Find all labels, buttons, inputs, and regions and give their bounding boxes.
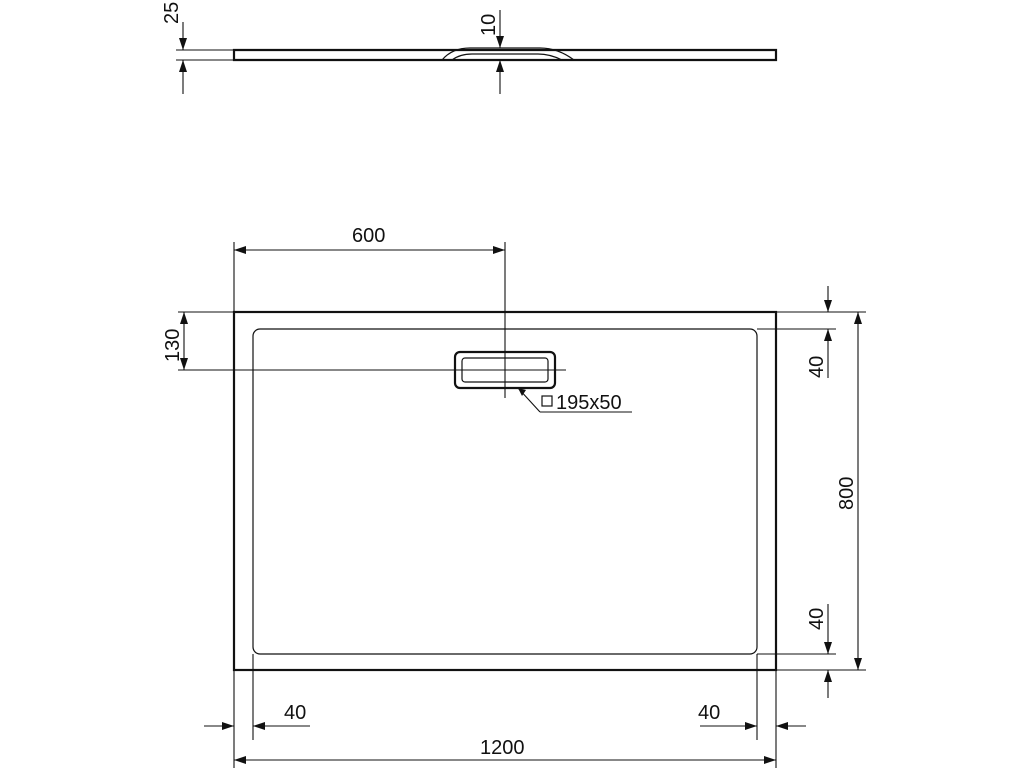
width-dimension: 1200 [233,737,776,768]
drain-offset-x-dimension: 600 [233,225,506,398]
bottom-margin-dimension: 40 [757,604,836,698]
left-margin-dimension: 40 [204,654,310,740]
height-dimension: 25 [161,2,236,94]
square-section-icon [541,395,553,407]
right-margin-dimension: 40 [698,654,806,768]
drain-offset-y-dimension: 130 [162,311,566,371]
top-margin-dimension: 40 [757,286,836,378]
drain-depth-label: 10 [478,14,500,36]
height-label: 25 [161,2,183,24]
depth-dimension: 800 [836,311,866,671]
right-margin-label: 40 [698,702,720,724]
side-view: 25 10 [161,2,778,94]
width-label: 1200 [480,737,525,759]
left-margin-label: 40 [284,702,306,724]
drain-offset-y-label: 130 [162,329,184,362]
drain-depth-dimension: 10 [478,10,504,94]
drain-size-callout: 195x50 [517,387,632,414]
tray-profile [232,48,778,62]
bottom-margin-label: 40 [806,608,828,630]
plan-view: 600 130 195x50 40 [162,225,866,768]
depth-label: 800 [836,477,858,510]
drain-offset-x-label: 600 [352,225,385,247]
top-margin-label: 40 [806,356,828,378]
drain-size-label: 195x50 [556,392,622,414]
drain-profile [441,47,575,61]
